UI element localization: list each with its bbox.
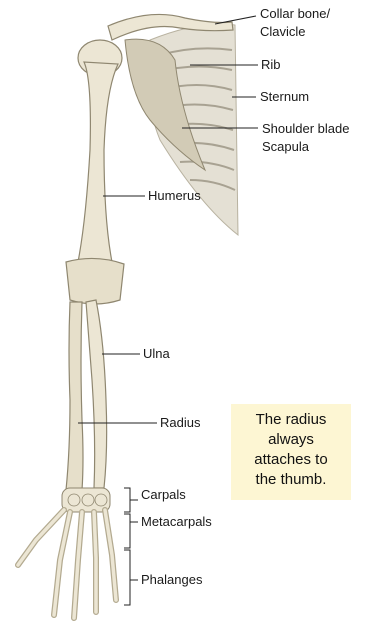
radius-note: The radius always attaches to the thumb. [231, 404, 351, 500]
note-line-1: The radius [235, 410, 347, 430]
label-carpals: Carpals [141, 487, 186, 503]
label-clavicle: Clavicle [260, 24, 306, 40]
radius-bone [66, 302, 83, 490]
label-radius: Radius [160, 415, 200, 431]
elbow-joint [66, 258, 124, 304]
label-humerus: Humerus [148, 188, 201, 204]
note-line-3: attaches to [235, 450, 347, 470]
note-line-2: always [235, 430, 347, 450]
label-ulna: Ulna [143, 346, 170, 362]
humerus-bone [78, 62, 118, 262]
note-line-4: the thumb. [235, 470, 347, 490]
label-metacarpals: Metacarpals [141, 514, 212, 530]
label-phalanges: Phalanges [141, 572, 202, 588]
label-scapula: Scapula [262, 139, 309, 155]
label-rib: Rib [261, 57, 281, 73]
label-collar-bone: Collar bone/ [260, 6, 330, 22]
ulna-bone [86, 300, 107, 488]
label-shoulder-blade: Shoulder blade [262, 121, 349, 137]
label-sternum: Sternum [260, 89, 309, 105]
